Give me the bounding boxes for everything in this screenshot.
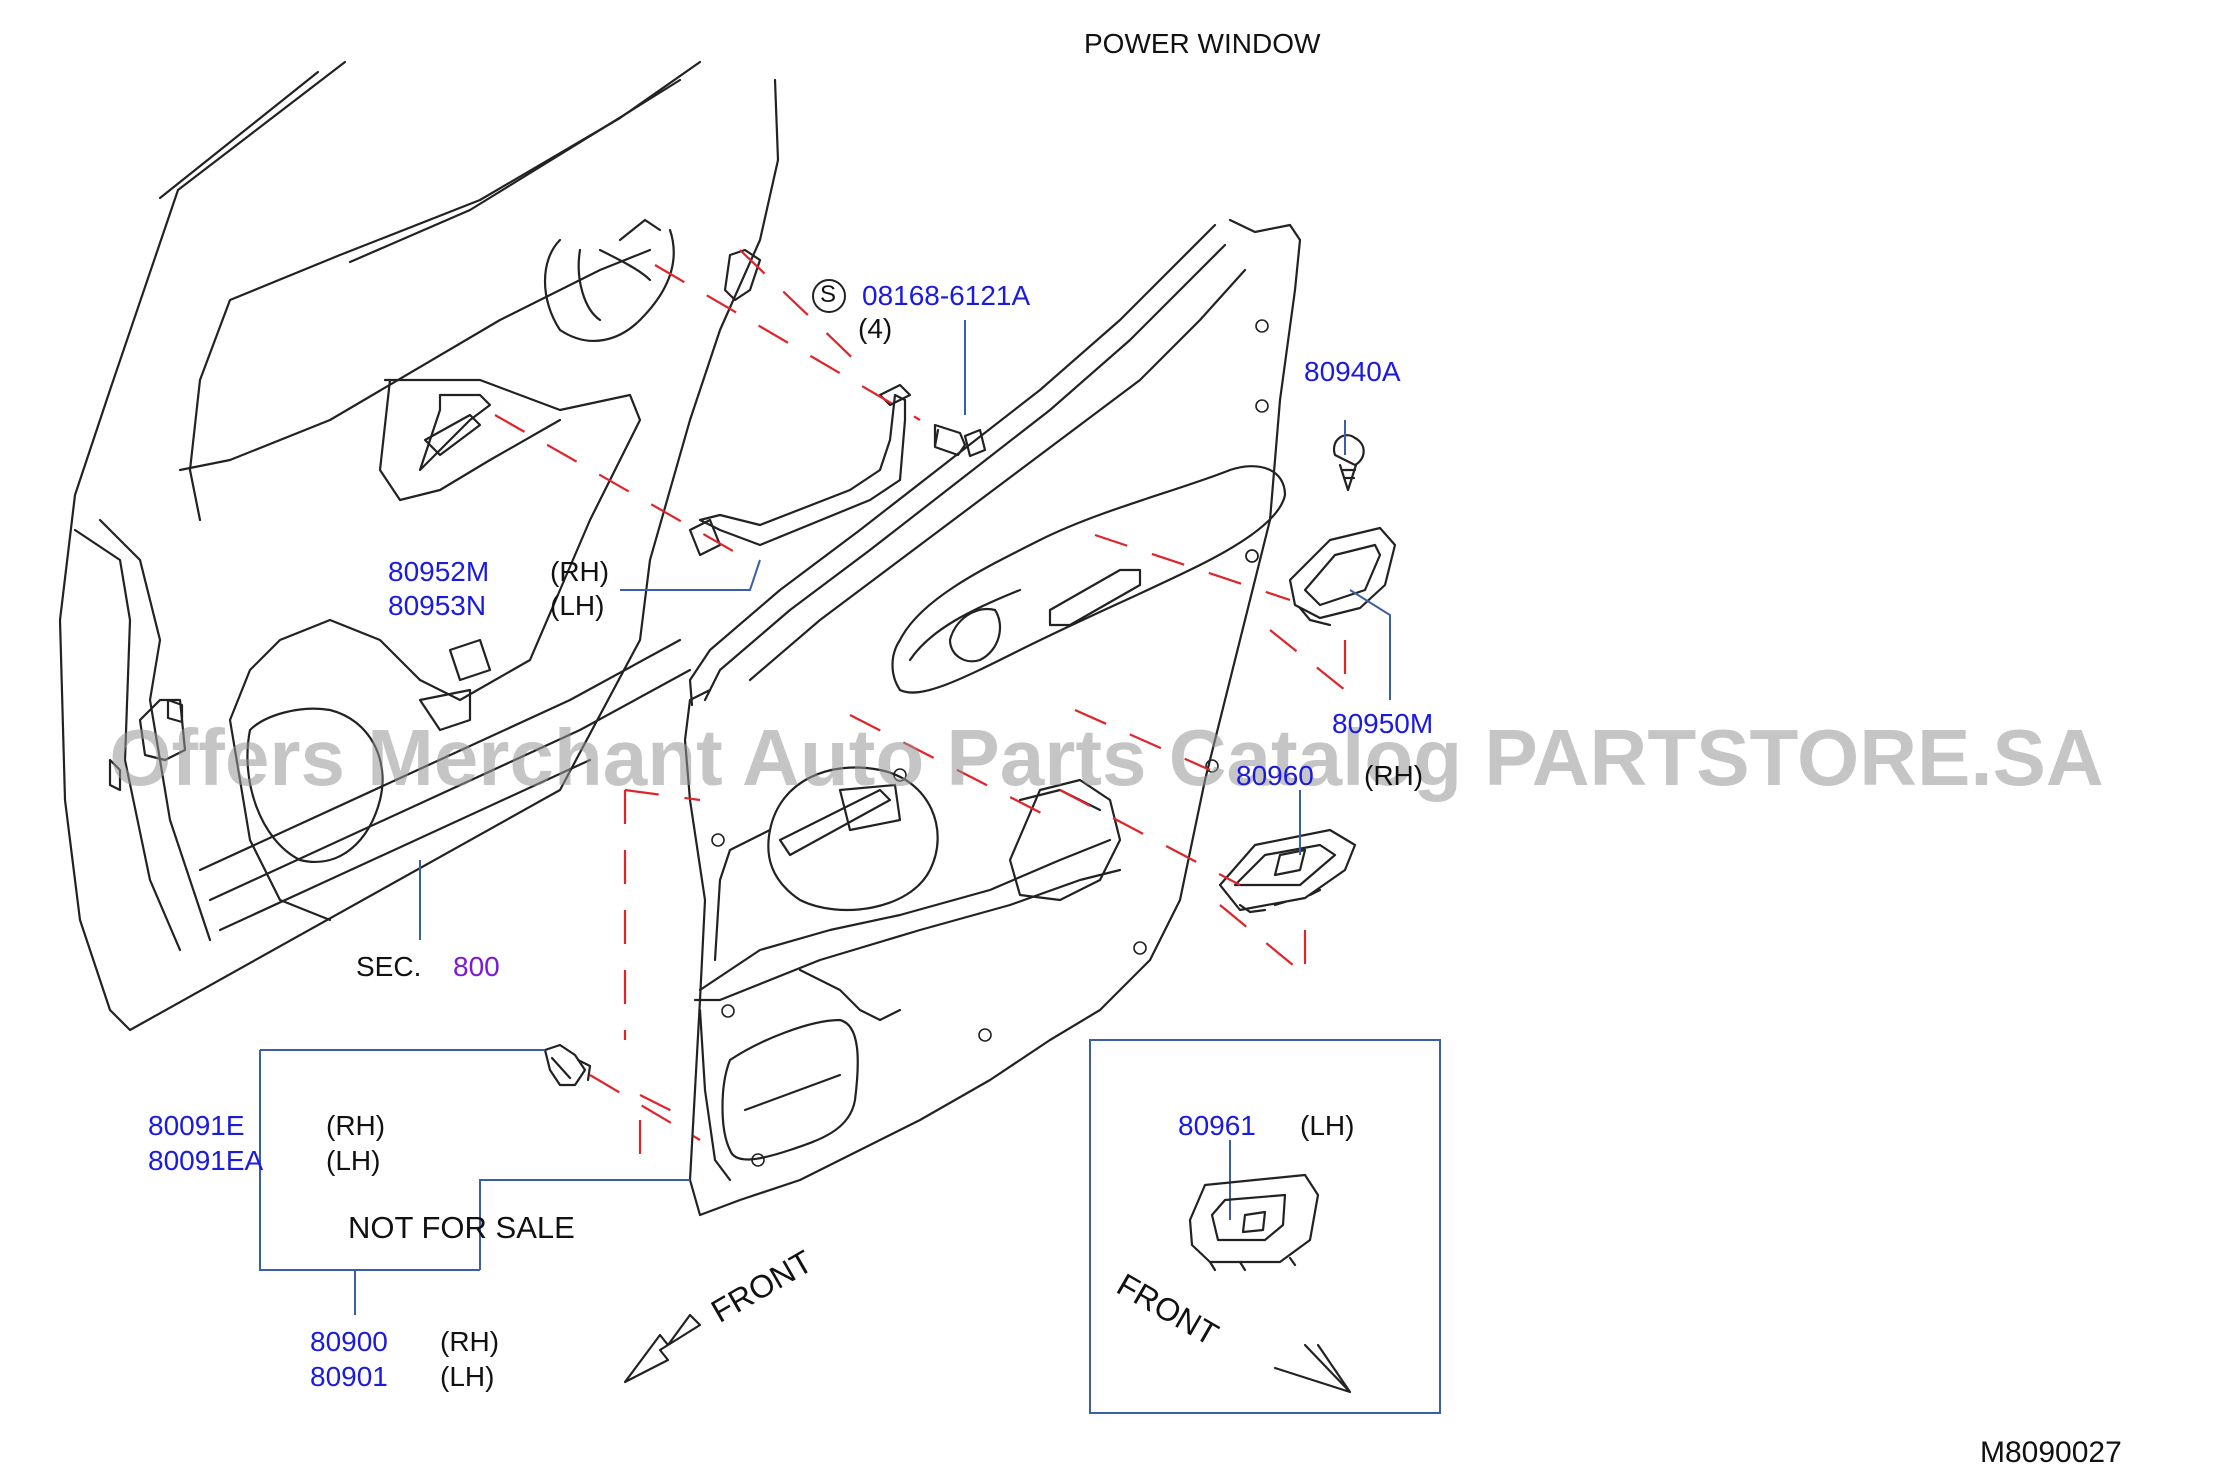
not-for-sale-note: NOT FOR SALE <box>348 1210 575 1245</box>
screw-symbol: S <box>820 281 837 308</box>
part-08168-6121A-link[interactable]: 08168-6121A <box>862 280 1031 311</box>
part-80901-side: (LH) <box>440 1361 495 1392</box>
leader-lines <box>259 320 1391 1315</box>
part-80901-link[interactable]: 80901 <box>310 1361 388 1392</box>
part-80960-link[interactable]: 80960 <box>1236 760 1314 791</box>
s-symbol-circle <box>812 279 846 313</box>
part-80091EA-link[interactable]: 80091EA <box>148 1145 264 1176</box>
part-80091E-side: (RH) <box>326 1110 386 1141</box>
section-800-link[interactable]: 800 <box>453 951 500 982</box>
door-frame-outline <box>58 60 780 1032</box>
part-80953N-link[interactable]: 80953N <box>388 590 487 621</box>
part-80940A-link[interactable]: 80940A <box>1304 356 1401 387</box>
front-arrow-main <box>623 1313 702 1384</box>
part-80900-side: (RH) <box>440 1326 500 1357</box>
part-80952M-side: (RH) <box>550 556 610 587</box>
clip-80940A-shape <box>1332 434 1365 492</box>
part-80091EA-side: (LH) <box>326 1145 381 1176</box>
part-80950M-link[interactable]: 80950M <box>1332 708 1434 739</box>
clip-80091E-shape <box>543 1043 592 1087</box>
diagram-code: M8090027 <box>1980 1436 2122 1469</box>
part-80961-link[interactable]: 80961 <box>1178 1110 1256 1141</box>
part-80961-side: (LH) <box>1300 1110 1355 1141</box>
assembly-guide-lines <box>494 249 1347 1160</box>
part-80952M-link[interactable]: 80952M <box>388 556 490 587</box>
part-80091E-link[interactable]: 80091E <box>148 1110 245 1141</box>
watermark-text: Offers Merchant Auto Parts Catalog PARTS… <box>109 713 2104 802</box>
part-80960-side: (RH) <box>1364 760 1424 791</box>
part-80900-link[interactable]: 80900 <box>310 1326 388 1357</box>
screw-quantity: (4) <box>858 313 893 344</box>
inset-box-80961 <box>1089 1039 1441 1414</box>
switch-finisher-80950M-shape <box>1288 526 1397 627</box>
bolt-08168-6121A-shape <box>933 423 987 458</box>
part-80953N-side: (LH) <box>550 590 605 621</box>
diagram-title: POWER WINDOW <box>1084 28 1321 59</box>
switch-80960-shape <box>1218 828 1357 914</box>
section-label: SEC. <box>356 951 422 982</box>
inner-finisher-strip <box>688 383 912 557</box>
door-trim-panel-outline <box>683 218 1302 1217</box>
